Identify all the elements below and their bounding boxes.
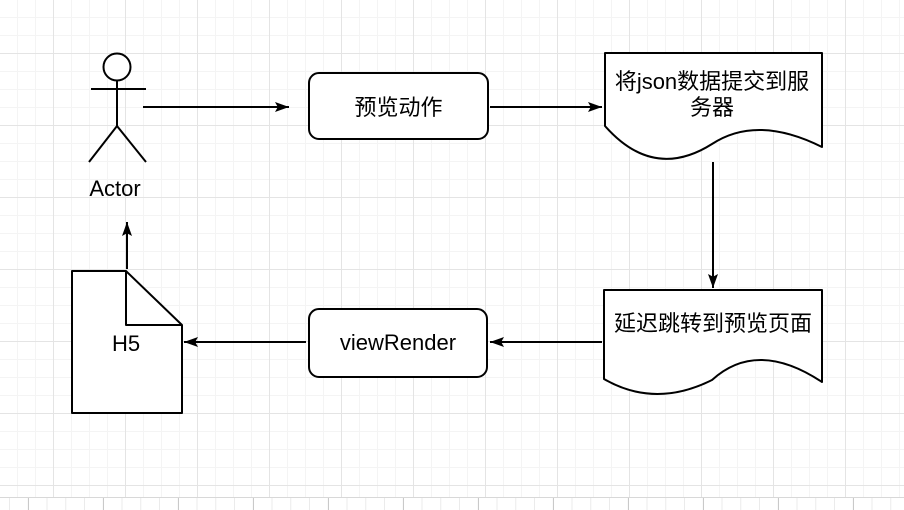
- node-view-render-label: viewRender: [339, 330, 457, 355]
- page-edge-ruler: [0, 497, 904, 510]
- note-outline: [71, 270, 183, 414]
- document-shape-submit-json[interactable]: [604, 52, 823, 160]
- actor-right-leg: [116, 125, 147, 163]
- note-h5-label: H5: [111, 331, 141, 356]
- node-preview-action[interactable]: 预览动作: [308, 72, 489, 140]
- node-view-render[interactable]: viewRender: [308, 308, 488, 378]
- actor-head: [102, 52, 132, 82]
- actor-figure[interactable]: [88, 52, 147, 163]
- actor-left-leg: [88, 125, 118, 163]
- node-preview-action-label: 预览动作: [354, 95, 443, 120]
- document-shape-delay-redirect[interactable]: [603, 289, 823, 395]
- actor-label: Actor: [89, 176, 141, 201]
- note-fold: [125, 271, 182, 326]
- note-shape-h5[interactable]: [71, 270, 183, 414]
- document-submit-json-label: 将json数据提交到服务器: [614, 69, 810, 120]
- document-delay-redirect-label: 延迟跳转到预览页面: [613, 311, 812, 336]
